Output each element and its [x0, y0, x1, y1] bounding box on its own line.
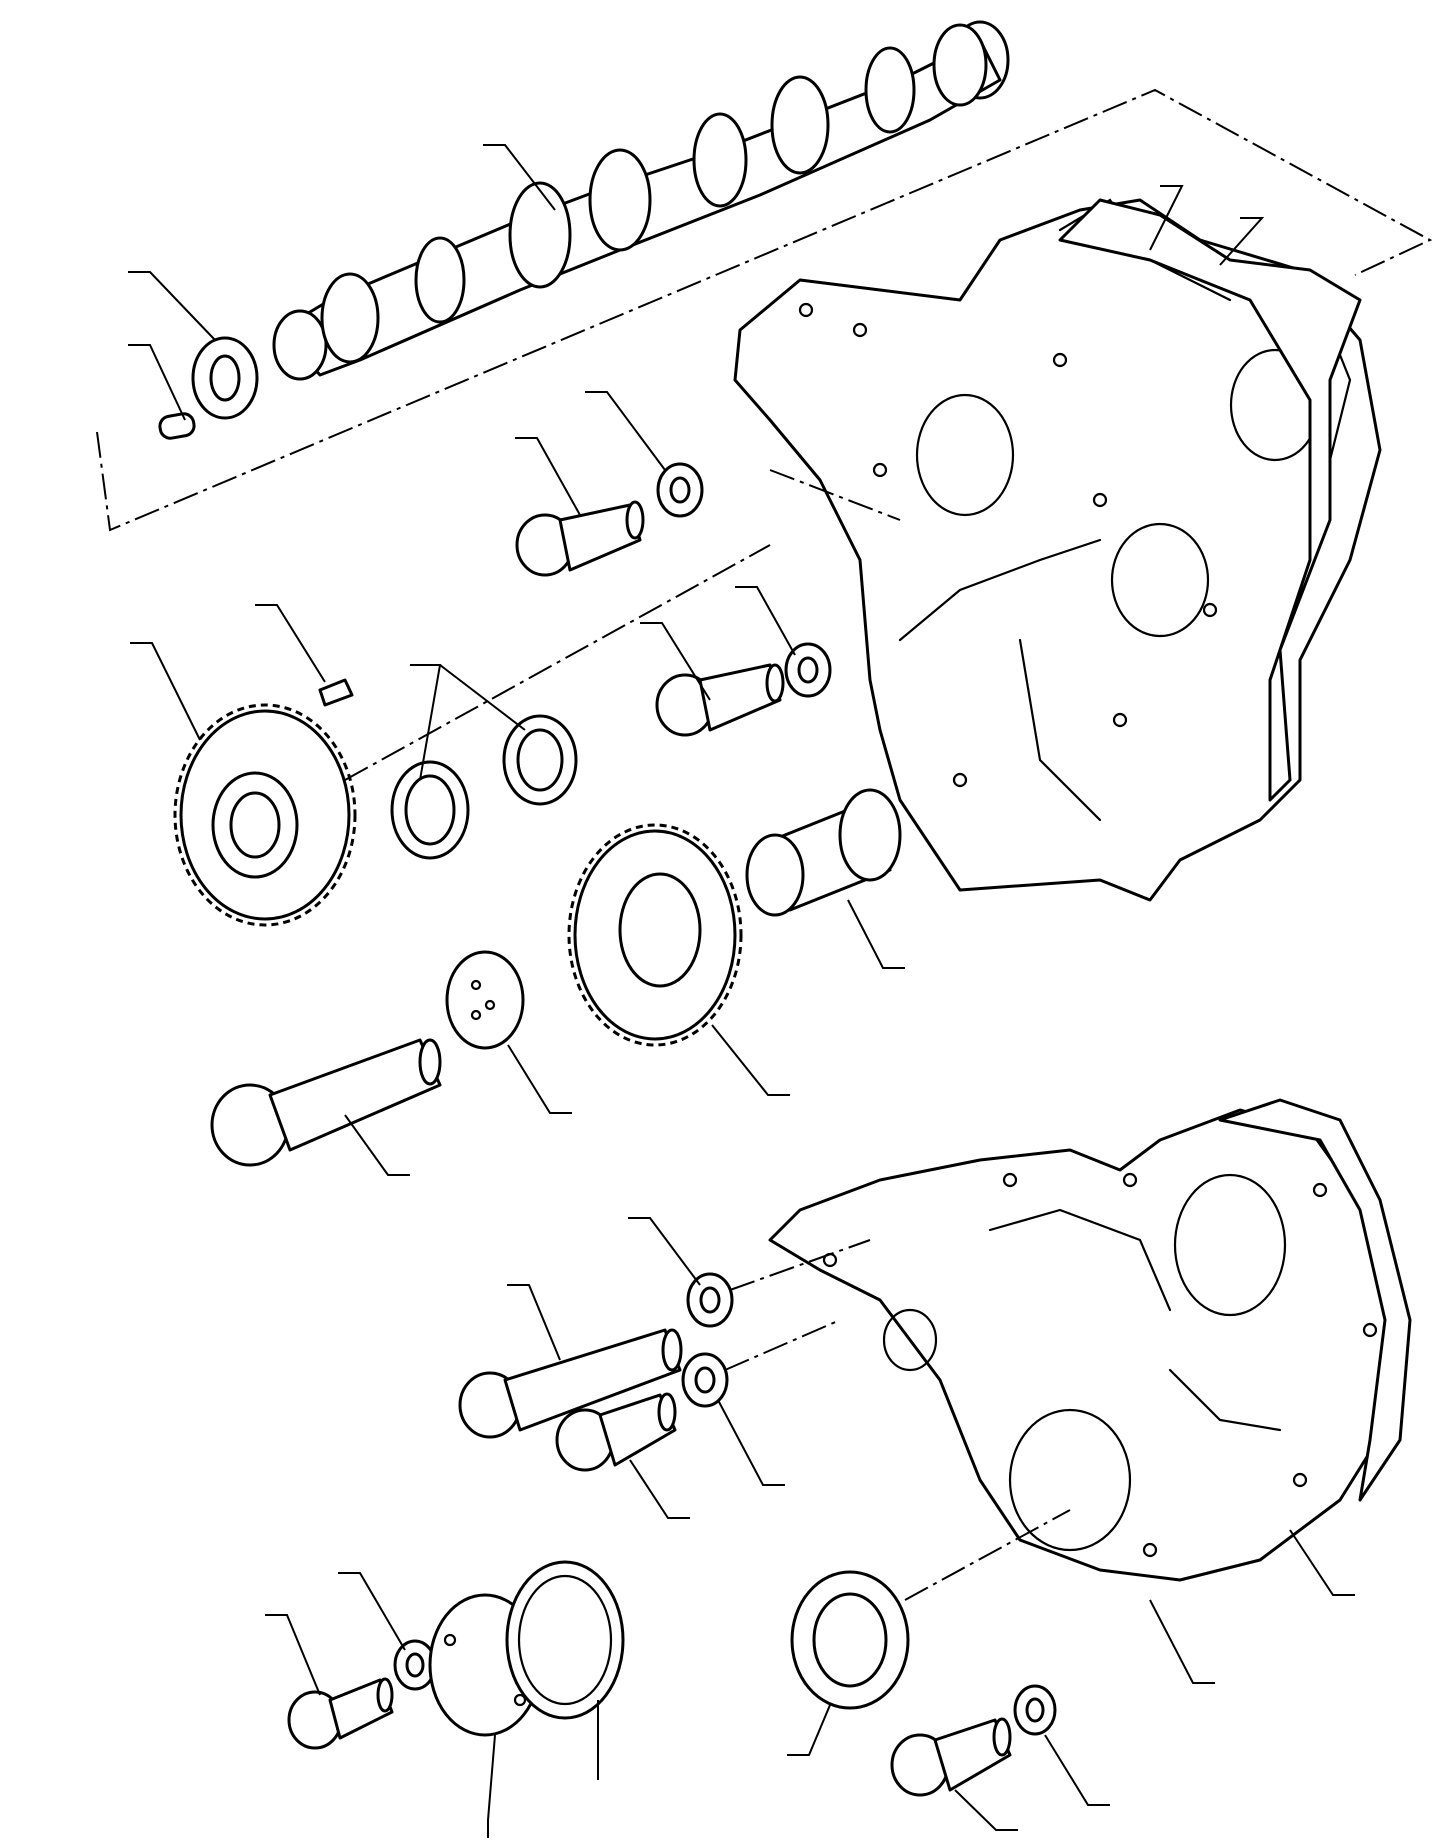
camshaft-group-boundary	[96, 88, 1433, 532]
idler-bushing-rear	[502, 714, 578, 806]
idler-gear-bolt	[210, 1038, 442, 1167]
front-oil-seal	[790, 1570, 910, 1710]
cover-bolt-bottom	[890, 1717, 1012, 1797]
lock-washer-middle	[784, 642, 832, 698]
woodruff-key	[158, 412, 196, 440]
housing-bolt-middle	[655, 663, 785, 737]
access-cover-gasket	[505, 1560, 625, 1720]
gear-key	[318, 678, 354, 707]
idler-axis-line	[344, 544, 771, 781]
cover-bolt-long	[458, 1328, 683, 1439]
cover-axis-line-b	[724, 1319, 841, 1371]
timing-cover	[768, 1108, 1397, 1582]
timing-gear-housing	[733, 198, 1382, 902]
camshaft	[272, 20, 1010, 381]
cover-axis-line-a	[729, 1239, 871, 1291]
lock-washer-lower-b	[681, 1352, 729, 1408]
lock-washer-lower-a	[686, 1272, 734, 1328]
idler-gear	[173, 703, 357, 927]
seal-axis-line	[904, 1509, 1071, 1601]
bolt-axis-line	[769, 469, 901, 521]
idler-bushing-front	[390, 760, 470, 860]
access-cover-washer	[393, 1639, 437, 1691]
cover-bolt-short	[555, 1392, 677, 1472]
housing-gasket	[1058, 198, 1362, 802]
idler-thrust-plate	[445, 950, 525, 1050]
thrust-washer	[191, 336, 259, 420]
cover-gasket	[1218, 1098, 1412, 1502]
lock-washer-upper	[656, 462, 704, 518]
idler-shaft	[745, 788, 902, 917]
housing-bolt-upper	[515, 500, 645, 577]
callout-leaders	[128, 144, 1355, 1838]
camshaft-gear	[567, 823, 743, 1047]
access-cover-bolt	[287, 1677, 394, 1750]
lock-washer-bottom	[1013, 1684, 1057, 1736]
